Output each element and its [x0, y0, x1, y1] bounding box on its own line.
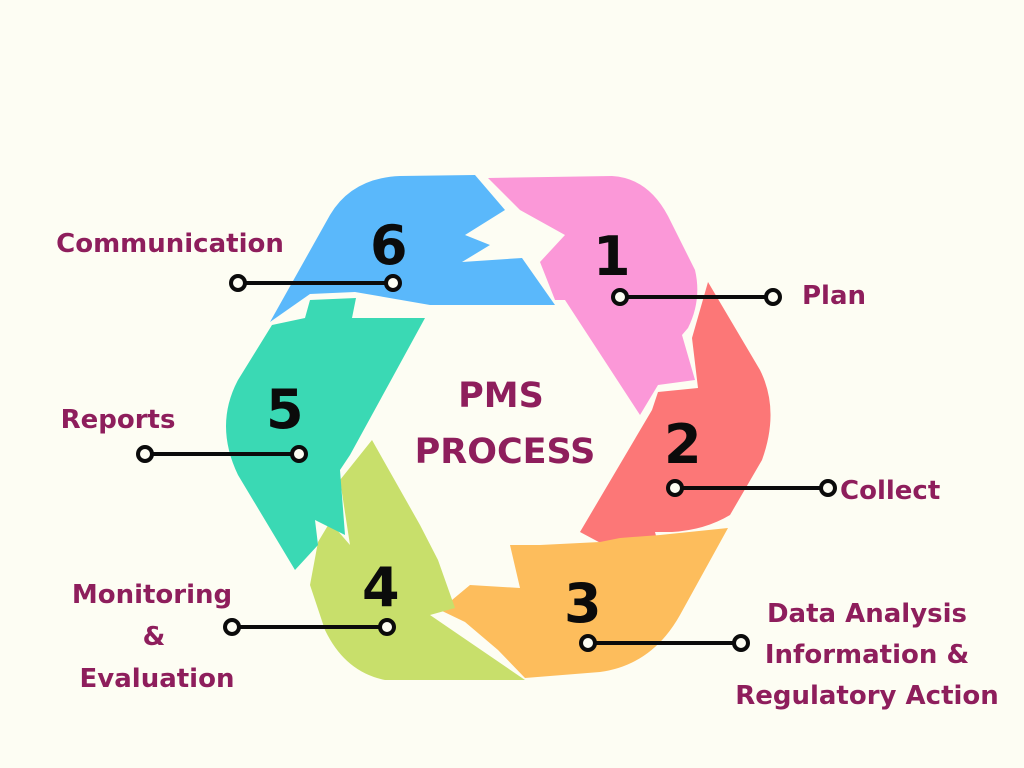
- step-2-segment: [580, 282, 771, 580]
- step-1-label: Plan: [802, 281, 866, 311]
- step-1-arrow: [488, 176, 698, 415]
- step-6-arrow: [270, 175, 555, 322]
- step-5-number: 5: [266, 378, 304, 441]
- step-4-label-line-1: Monitoring: [72, 580, 232, 610]
- step-6-connector: [229, 274, 402, 292]
- step-3-connector: [579, 634, 750, 652]
- step-5-label: Reports: [61, 405, 176, 435]
- step-4-number: 4: [362, 556, 400, 619]
- step-4-connector: [223, 618, 396, 636]
- step-1-number: 1: [593, 225, 631, 288]
- step-1-segment: [488, 176, 698, 415]
- step-5-arrow: [226, 298, 425, 570]
- step-5-segment: [226, 298, 425, 570]
- step-6-label: Communication: [56, 229, 284, 259]
- title-line-1: PMS: [458, 376, 544, 416]
- step-4-segment: [310, 440, 525, 680]
- step-2-connector: [666, 479, 837, 497]
- step-4-label-line-3: Evaluation: [80, 664, 235, 694]
- step-2-label: Collect: [840, 476, 940, 506]
- step-6-segment: [270, 175, 555, 322]
- step-4-label-line-2: &: [143, 622, 166, 652]
- step-1-connector: [611, 288, 782, 306]
- step-4-arrow: [310, 440, 525, 680]
- step-3-segment: [440, 528, 728, 678]
- step-3-label-line-3: Regulatory Action: [735, 681, 999, 711]
- step-6-number: 6: [370, 214, 408, 277]
- step-3-number: 3: [564, 572, 602, 635]
- step-3-arrow: [440, 528, 728, 678]
- step-2-arrow: [580, 282, 771, 580]
- title-line-2: PROCESS: [415, 432, 596, 472]
- step-3-label-line-2: Information &: [765, 640, 969, 670]
- step-3-label-line-1: Data Analysis: [767, 599, 967, 629]
- step-5-connector: [136, 445, 308, 463]
- step-2-number: 2: [664, 413, 702, 476]
